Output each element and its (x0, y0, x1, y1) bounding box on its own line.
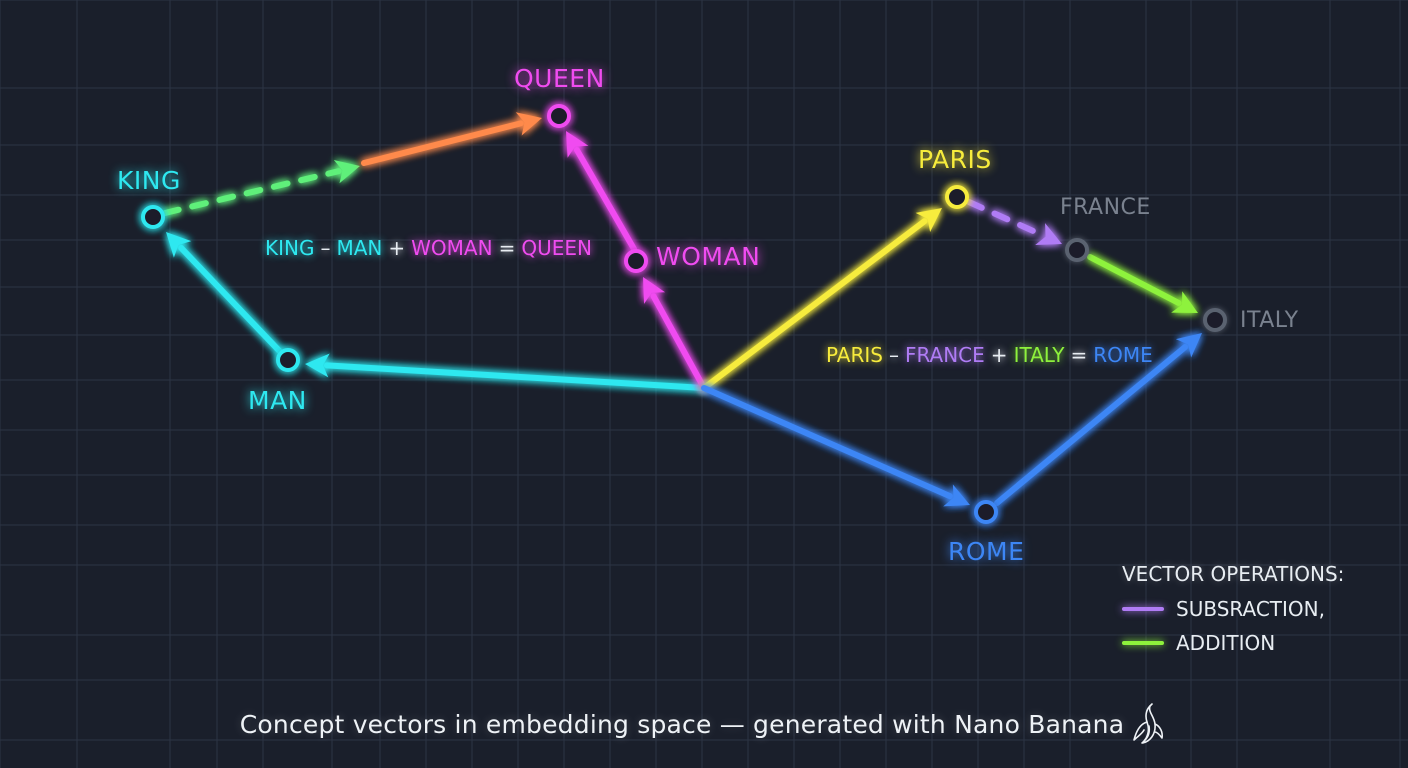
arrowhead-icon (566, 131, 589, 158)
arrowhead-icon (333, 159, 360, 184)
arrowhead-icon (1175, 333, 1202, 358)
node-label-woman: WOMAN (656, 242, 761, 271)
legend-swatch-addition (1122, 641, 1164, 645)
node-king-marker (141, 205, 165, 229)
legend-item-subtraction: SUBSRACTION, (1122, 592, 1344, 626)
node-woman-marker (624, 249, 648, 273)
vector-mid-to-queen (361, 112, 542, 166)
vector-king-to-mid (162, 159, 360, 216)
equation-term: KING (265, 236, 315, 260)
caption-text: Concept vectors in embedding space — gen… (239, 709, 1125, 739)
equation-term: – (888, 343, 899, 367)
vector-paris-to-france (966, 199, 1062, 246)
nodes-group (141, 104, 1227, 524)
node-label-italy: ITALY (1240, 308, 1299, 333)
node-label-paris: PARIS (918, 145, 992, 174)
node-label-queen: QUEEN (514, 64, 605, 93)
node-italy-marker (1203, 308, 1227, 332)
arrowhead-icon (166, 232, 192, 258)
legend-swatch-subtraction (1122, 607, 1164, 611)
node-label-rome: ROME (948, 537, 1025, 566)
arrowhead-icon (1171, 291, 1198, 313)
node-france-marker (1065, 238, 1089, 262)
vector-origin-to-paris (701, 208, 942, 391)
vectors-group (162, 112, 1202, 507)
legend: VECTOR OPERATIONS: SUBSRACTION, ADDITION (1122, 562, 1344, 660)
vector-france-to-italy (1087, 254, 1198, 313)
equation-term: WOMAN (411, 236, 493, 260)
node-label-france: FRANCE (1060, 195, 1151, 220)
node-man-marker (276, 348, 300, 372)
arrowhead-icon (305, 353, 330, 378)
node-queen-marker (547, 104, 571, 128)
legend-label-subtraction: SUBSRACTION, (1176, 597, 1325, 621)
equation-term: PARIS (826, 343, 883, 367)
legend-item-addition: ADDITION (1122, 626, 1344, 660)
arrowhead-icon (915, 208, 942, 233)
caption: Concept vectors in embedding space — gen… (0, 702, 1408, 746)
vector-woman-to-queen (566, 131, 637, 252)
arrowhead-icon (943, 484, 970, 507)
equation-king-queen: KING–MAN+WOMAN=QUEEN (265, 236, 598, 260)
equation-term: QUEEN (521, 236, 592, 260)
arrowhead-icon (515, 112, 542, 136)
node-rome-marker (974, 500, 998, 524)
arrowhead-icon (1035, 223, 1062, 246)
banana-icon (1133, 703, 1164, 744)
equation-term: = (1070, 343, 1088, 367)
equation-term: FRANCE (904, 343, 985, 367)
equation-term: – (320, 236, 331, 260)
equation-paris-rome: PARIS–FRANCE+ITALY=ROME (826, 343, 1159, 367)
equation-term: + (388, 236, 406, 260)
vector-origin-to-man (305, 353, 707, 391)
vector-origin-to-woman (643, 277, 707, 391)
arrowhead-icon (643, 277, 666, 304)
equation-term: + (990, 343, 1008, 367)
node-label-king: KING (117, 166, 181, 195)
equation-term: MAN (336, 236, 383, 260)
equation-term: ITALY (1013, 343, 1065, 367)
vector-man-to-king (166, 232, 291, 363)
node-label-man: MAN (248, 386, 307, 415)
equation-term: = (498, 236, 516, 260)
vector-rome-to-italy (994, 333, 1202, 506)
legend-label-addition: ADDITION (1176, 631, 1276, 655)
legend-title: VECTOR OPERATIONS: (1122, 562, 1345, 586)
equation-term: ROME (1093, 343, 1153, 367)
node-paris-marker (945, 185, 969, 209)
vector-origin-to-rome (701, 385, 970, 507)
